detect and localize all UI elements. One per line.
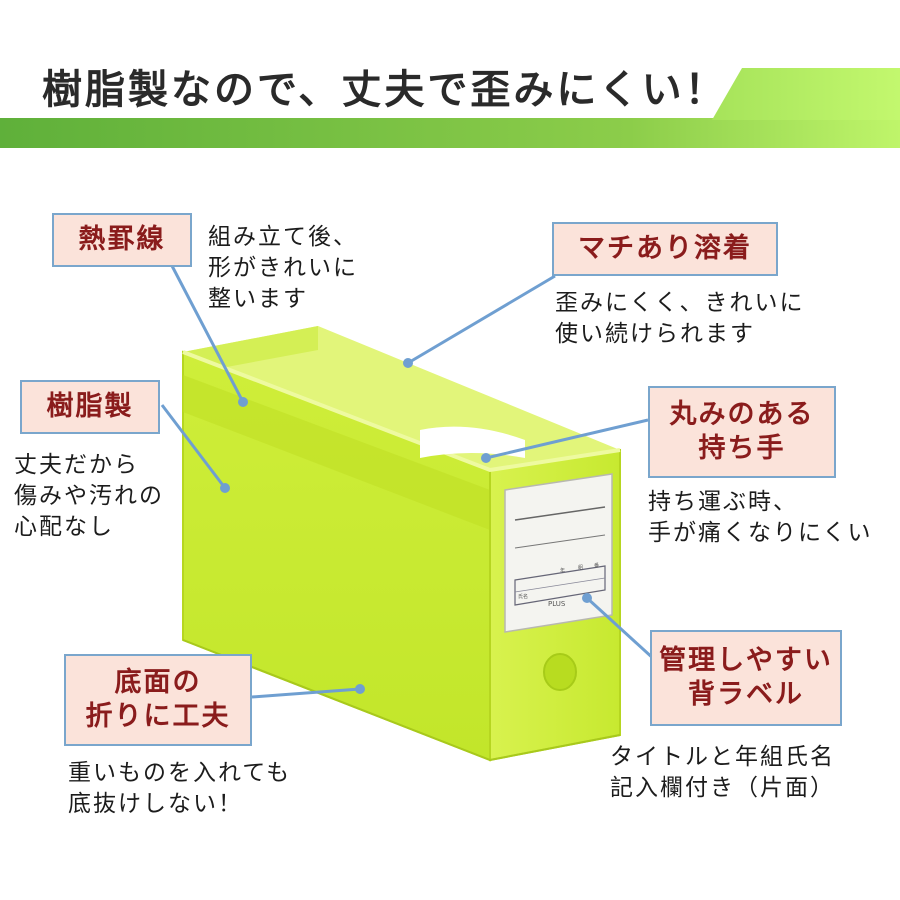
desc-round-handle: 持ち運ぶ時、 手が痛くなりにくい [648, 489, 873, 546]
spine-field-number: 番 [594, 562, 599, 569]
spine-brand: PLUS [548, 600, 566, 608]
callout-connectors [160, 261, 657, 699]
label-round-handle: 丸みのある 持ち手 [648, 386, 836, 478]
connector-spine-label [585, 596, 657, 662]
label-bottom-fold: 底面の 折りに工夫 [64, 654, 252, 746]
desc-heat-crease: 組み立て後、 形がきれいに 整います [208, 224, 358, 312]
connector-round-handle [485, 418, 649, 460]
label-resin: 樹脂製 [20, 380, 160, 434]
box-handle-cutout [420, 426, 525, 458]
label-gusset-weld: マチあり溶着 [552, 222, 778, 276]
page-title: 樹脂製なので、丈夫で歪みにくい！ [42, 67, 728, 113]
spine-field-year: 年 [560, 567, 565, 574]
box-rim [182, 350, 621, 473]
box-inner-left [183, 326, 318, 372]
header-band [0, 118, 900, 148]
box-crease-band [183, 375, 490, 530]
callout-anchor-dots [220, 358, 592, 694]
connector-heat-crease [168, 261, 245, 403]
connector-bottom-fold [251, 687, 361, 699]
spine-label-card [504, 473, 613, 633]
desc-resin: 丈夫だから 傷みや汚れの 心配なし [14, 452, 164, 540]
spine-name-field: 氏名 [518, 593, 528, 600]
label-heat-crease: 熱罫線 [52, 213, 192, 267]
spine-field-class: 組 [578, 564, 583, 571]
desc-spine-label: タイトルと年組氏名 記入欄付き（片面） [610, 744, 835, 801]
connector-resin [160, 404, 227, 489]
header-wedge [712, 68, 900, 120]
connector-gusset-weld [407, 274, 556, 365]
label-spine-label: 管理しやすい 背ラベル [650, 630, 842, 726]
desc-bottom-fold: 重いものを入れても 底抜けしない！ [68, 760, 292, 817]
finger-hole [543, 653, 577, 691]
desc-gusset-weld: 歪みにくく、きれいに 使い続けられます [555, 290, 805, 347]
